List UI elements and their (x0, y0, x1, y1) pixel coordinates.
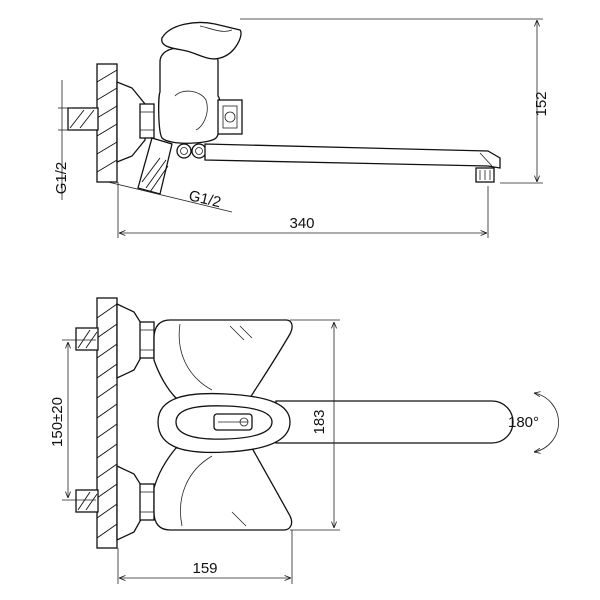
spout-side (204, 143, 501, 183)
label-thread-wall: G1/2 (53, 162, 70, 195)
dimension-340: 340 (117, 182, 489, 238)
lever-loop (157, 392, 291, 454)
label-front-spacing: 150±20 (49, 397, 66, 447)
label-front-depth: 159 (192, 560, 217, 577)
dimension-183: 183 (290, 319, 340, 531)
dimension-g12-pipe: G1/2 (107, 181, 233, 213)
wall-plate (96, 63, 118, 183)
label-thread-pipe: G1/2 (187, 187, 223, 211)
label-swivel-angle: 180° (508, 414, 539, 431)
swivel-indicator: 180° (508, 393, 559, 452)
dimension-159: 159 (117, 530, 293, 584)
front-view: 150±20 183 159 180° (49, 297, 559, 584)
label-top-height: 152 (533, 91, 550, 116)
dimension-150: 150±20 (49, 339, 96, 501)
mixer-body-side (158, 18, 543, 144)
upper-inlet (75, 302, 155, 380)
dimension-152: 152 (500, 20, 550, 184)
dimension-g12-wall: G1/2 (53, 80, 72, 200)
label-front-height: 183 (311, 409, 328, 434)
lower-inlet (75, 464, 155, 542)
mixer-body-front (153, 319, 293, 531)
label-top-length: 340 (289, 215, 314, 232)
side-view: 152 340 G1/2 G1/2 (53, 18, 550, 238)
front-wall-plate (96, 297, 118, 549)
